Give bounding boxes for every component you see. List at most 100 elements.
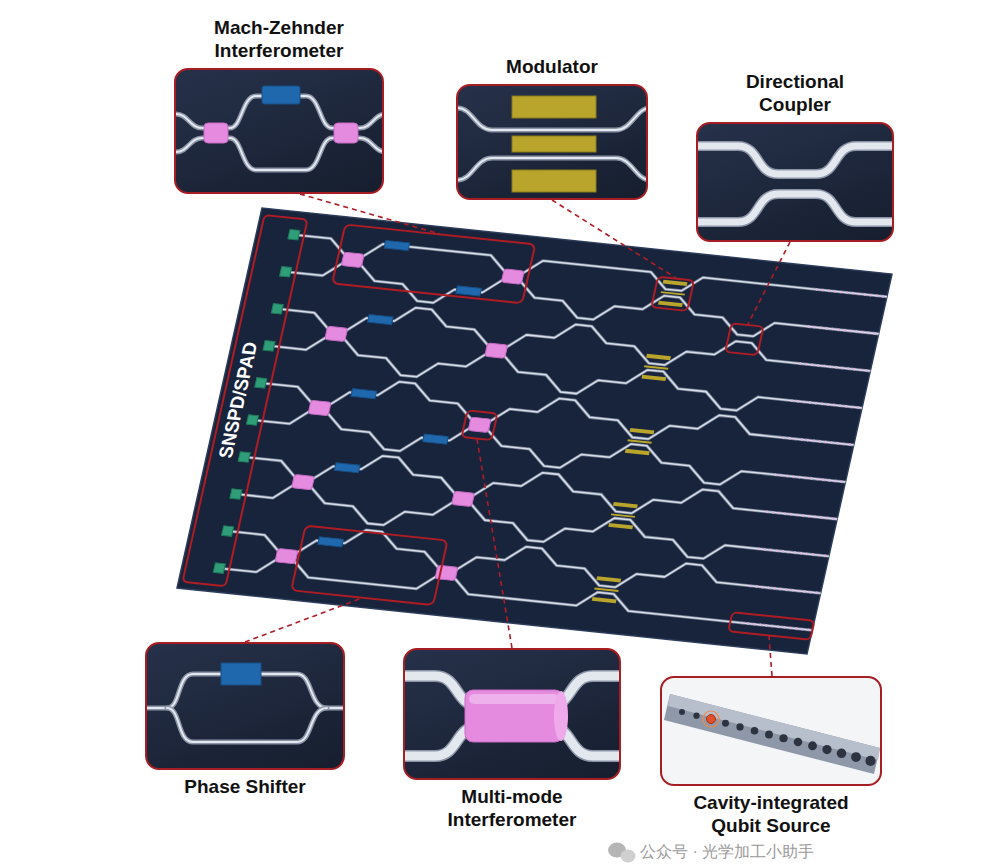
photonic-hole	[789, 627, 792, 630]
photonic-hole	[767, 586, 770, 589]
photonic-hole	[794, 438, 797, 441]
photonic-hole	[772, 511, 775, 514]
mmi-highlight	[469, 694, 559, 704]
photonic-hole	[807, 628, 810, 631]
detector	[280, 266, 292, 277]
photonic-hole	[771, 625, 774, 628]
photonic-hole	[799, 362, 802, 365]
photonic-hole	[859, 369, 862, 372]
waveguide-outline	[229, 516, 824, 608]
inset-illustration	[458, 86, 648, 200]
photonic-hole	[835, 366, 838, 369]
panel-heading: Modulator	[456, 55, 648, 78]
photonic-hole	[777, 625, 780, 628]
photonic-hole	[865, 756, 875, 766]
photonic-hole	[808, 741, 817, 750]
photonic-hole	[823, 365, 826, 368]
photonic-hole	[820, 516, 823, 519]
inset-illustration	[147, 644, 345, 770]
photonic-hole	[693, 712, 699, 718]
photonic-hole	[806, 439, 809, 442]
photonic-hole	[790, 513, 793, 516]
mmi-coupler	[341, 252, 364, 267]
photonic-hole	[763, 548, 766, 551]
photonic-hole	[849, 330, 852, 333]
photonic-hole	[822, 478, 825, 481]
photonic-hole	[856, 406, 859, 409]
photonic-hole	[867, 331, 870, 334]
inset-frame	[403, 648, 621, 780]
inset-frame	[660, 676, 882, 786]
photonic-hole	[833, 290, 836, 293]
nanobeam-side	[664, 694, 880, 774]
modulator-electrode	[594, 588, 618, 592]
modulator-electrode	[608, 523, 633, 529]
photonic-hole	[818, 440, 821, 443]
chip-substrate	[177, 208, 892, 654]
photonic-hole	[796, 514, 799, 517]
waveguide	[254, 405, 849, 497]
mmi-coupler	[204, 123, 228, 143]
photonic-hole	[788, 437, 791, 440]
waveguide-outline	[296, 235, 887, 312]
modulator-electrode	[663, 280, 688, 286]
leader-line	[477, 439, 512, 648]
inset-illustration	[698, 124, 894, 242]
photonic-hole	[809, 591, 812, 594]
inset-frame	[174, 68, 384, 194]
waveguide	[698, 194, 894, 222]
photonic-hole	[741, 622, 744, 625]
photonic-hole	[801, 628, 804, 631]
inset-frame	[456, 84, 648, 200]
icon-bubble	[621, 850, 636, 863]
photonic-hole	[875, 294, 878, 297]
waveguide	[229, 516, 824, 608]
waveguide	[262, 368, 857, 460]
photonic-hole	[848, 443, 851, 446]
photonic-hole	[824, 441, 827, 444]
inset-illustration	[405, 650, 621, 780]
photonic-hole	[851, 292, 854, 295]
photonic-hole	[722, 720, 729, 727]
photonic-hole	[765, 731, 773, 739]
mmi-coupler	[452, 491, 475, 506]
detector	[246, 415, 258, 426]
photonic-hole	[842, 443, 845, 446]
leader-line	[300, 194, 440, 234]
photonic-hole	[819, 326, 822, 329]
photonic-hole	[773, 587, 776, 590]
mmi-coupler	[501, 269, 524, 284]
photonic-hole	[831, 328, 834, 331]
highlight-box	[462, 410, 498, 440]
highlight-box	[332, 225, 535, 304]
photonic-hole	[821, 289, 824, 292]
photonic-hole	[781, 550, 784, 553]
waveguide-outline	[237, 479, 832, 571]
photonic-hole	[778, 512, 781, 515]
photonic-hole	[757, 547, 760, 550]
photonic-hole	[808, 401, 811, 404]
photonic-hole	[755, 585, 758, 588]
photonic-hole	[810, 477, 813, 480]
photonic-hole	[837, 328, 840, 331]
modulator-electrode	[646, 354, 671, 360]
photonic-hole	[790, 399, 793, 402]
photonic-hole	[839, 291, 842, 294]
phase-shifter	[367, 315, 393, 325]
emitter-ring	[703, 711, 719, 727]
photonic-hole	[807, 325, 810, 328]
modulator-electrode	[613, 502, 638, 508]
mmi-coupler	[275, 549, 298, 564]
detector	[230, 489, 242, 500]
photonic-hole	[804, 477, 807, 480]
detector-label: SNSPD/SPAD	[215, 341, 263, 459]
photonic-hole	[811, 553, 814, 556]
photonic-hole	[753, 623, 756, 626]
panel-heading: Multi-mode Interferometer	[412, 785, 612, 831]
modulator-electrode	[658, 301, 683, 307]
panel-heading: Mach-Zehnder Interferometer	[174, 16, 384, 62]
waveguide	[296, 235, 887, 312]
mmi-coupler	[334, 123, 358, 143]
photonic-hole	[825, 327, 828, 330]
waveguide	[167, 708, 327, 742]
